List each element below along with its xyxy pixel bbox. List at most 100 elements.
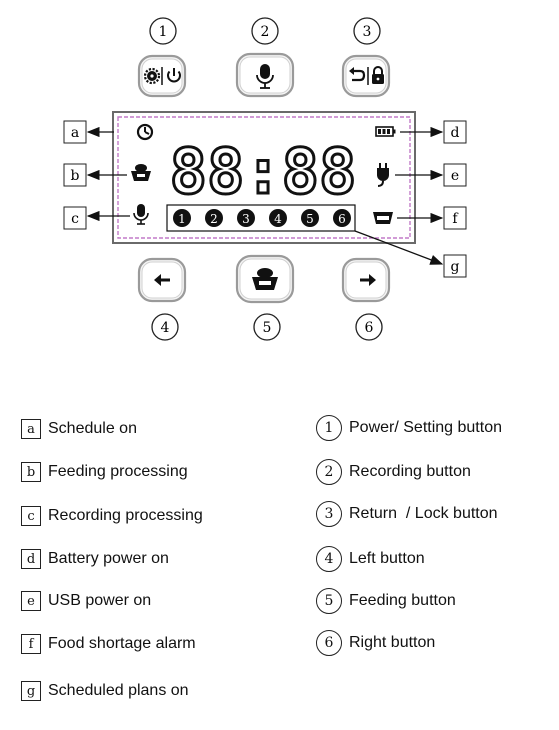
legend-item-1: 1 Power/ Setting button xyxy=(316,415,502,441)
callout-g: g xyxy=(354,230,467,278)
left-arrow-icon xyxy=(154,274,170,286)
microphone-icon xyxy=(256,64,274,89)
legend-item-3: 3 Return / Lock button xyxy=(316,501,498,527)
return-lock-button[interactable] xyxy=(341,54,391,98)
legend-key-d: d xyxy=(21,549,41,569)
legend-item-c: c Recording processing xyxy=(21,503,203,529)
slot-1: 1 xyxy=(173,209,191,227)
slot-5: 5 xyxy=(301,209,319,227)
callout-b: b xyxy=(63,163,127,187)
svg-text:2: 2 xyxy=(210,212,218,226)
svg-text:4: 4 xyxy=(274,212,282,226)
callout-d: d xyxy=(400,120,467,144)
legend-item-6: 6 Right button xyxy=(316,630,435,656)
recording-button[interactable] xyxy=(235,52,295,98)
svg-text:5: 5 xyxy=(306,212,314,226)
svg-text:a: a xyxy=(71,125,79,141)
legend-text-e: USB power on xyxy=(48,592,152,609)
gear-icon xyxy=(143,67,161,85)
legend-item-g: g Scheduled plans on xyxy=(21,678,189,704)
callout-a: a xyxy=(63,120,114,144)
marker-3: 3 xyxy=(353,17,381,45)
power-icon xyxy=(167,68,181,83)
battery-icon xyxy=(375,126,396,137)
legend-key-a: a xyxy=(21,419,41,439)
legend-key-4: 4 xyxy=(316,546,342,572)
marker-1: 1 xyxy=(149,17,177,45)
svg-text:6: 6 xyxy=(365,320,374,336)
svg-text:d: d xyxy=(451,125,460,141)
slot-4: 4 xyxy=(269,209,287,227)
left-button[interactable] xyxy=(137,257,187,303)
slot-6: 6 xyxy=(333,209,351,227)
legend-text-3: Return / Lock button xyxy=(349,505,498,522)
legend-item-b: b Feeding processing xyxy=(21,459,188,485)
marker-2: 2 xyxy=(251,17,279,45)
legend-key-3: 3 xyxy=(316,501,342,527)
marker-4: 4 xyxy=(151,313,179,341)
svg-text:2: 2 xyxy=(261,24,270,40)
legend-text-d: Battery power on xyxy=(48,550,169,567)
return-icon xyxy=(349,67,366,82)
callout-c: c xyxy=(63,206,130,230)
right-arrow-icon xyxy=(360,274,376,286)
callout-e: e xyxy=(395,163,467,187)
svg-text:g: g xyxy=(451,259,460,275)
legend-key-1: 1 xyxy=(316,415,342,441)
legend-item-d: d Battery power on xyxy=(21,546,169,572)
legend-key-f: f xyxy=(21,634,41,654)
svg-text:1: 1 xyxy=(178,212,186,226)
legend-text-c: Recording processing xyxy=(48,507,203,524)
legend-key-6: 6 xyxy=(316,630,342,656)
legend-text-2: Recording button xyxy=(349,463,471,480)
slot-2: 2 xyxy=(205,209,223,227)
food-bowl-icon xyxy=(252,268,278,290)
time-display: 88:88 xyxy=(170,135,357,208)
lock-icon xyxy=(372,66,384,84)
legend-key-c: c xyxy=(21,506,41,526)
control-panel-diagram: 1 2 3 xyxy=(63,17,467,341)
legend-text-5: Feeding button xyxy=(349,592,456,609)
legend-key-2: 2 xyxy=(316,459,342,485)
feeding-bowl-icon xyxy=(131,164,151,181)
empty-bowl-icon xyxy=(373,212,393,224)
right-button[interactable] xyxy=(341,257,391,303)
feeding-button[interactable] xyxy=(235,254,295,304)
microphone-icon-indicator xyxy=(133,204,149,225)
clock-icon xyxy=(136,123,154,141)
svg-text:3: 3 xyxy=(242,212,250,226)
svg-text:f: f xyxy=(452,211,459,227)
slot-3: 3 xyxy=(237,209,255,227)
legend-key-g: g xyxy=(21,681,41,701)
plug-icon xyxy=(377,163,389,187)
svg-text:e: e xyxy=(451,168,459,184)
legend-text-4: Left button xyxy=(349,550,425,567)
legend-text-b: Feeding processing xyxy=(48,463,188,480)
svg-text:4: 4 xyxy=(161,320,170,336)
marker-5: 5 xyxy=(253,313,281,341)
legend-key-5: 5 xyxy=(316,588,342,614)
svg-text:b: b xyxy=(71,168,80,184)
legend-item-4: 4 Left button xyxy=(316,546,425,572)
power-setting-button[interactable] xyxy=(137,54,187,98)
legend-text-1: Power/ Setting button xyxy=(349,419,502,436)
legend-key-e: e xyxy=(21,591,41,611)
svg-text:5: 5 xyxy=(263,320,272,336)
legend-text-6: Right button xyxy=(349,634,436,651)
svg-text:1: 1 xyxy=(159,24,168,40)
legend-text-g: Scheduled plans on xyxy=(48,682,189,699)
legend-item-2: 2 Recording button xyxy=(316,459,471,485)
svg-text:6: 6 xyxy=(338,212,346,226)
legend-text-f: Food shortage alarm xyxy=(48,635,196,652)
svg-text:c: c xyxy=(71,211,79,227)
marker-6: 6 xyxy=(355,313,383,341)
legend-item-f: f Food shortage alarm xyxy=(21,631,196,657)
legend-key-b: b xyxy=(21,462,41,482)
svg-text:3: 3 xyxy=(363,24,372,40)
legend-item-a: a Schedule on xyxy=(21,416,137,442)
legend-text-a: Schedule on xyxy=(48,420,137,437)
legend-item-e: e USB power on xyxy=(21,588,151,614)
callout-f: f xyxy=(397,206,467,230)
legend-item-5: 5 Feeding button xyxy=(316,588,456,614)
schedule-slots: 1 2 3 4 5 6 xyxy=(166,204,356,232)
